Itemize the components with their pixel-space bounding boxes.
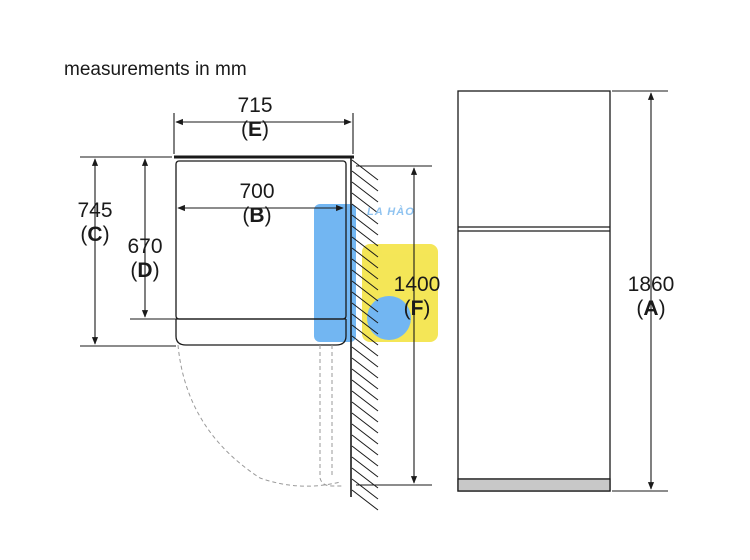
- wall-hatch-line: [351, 379, 379, 401]
- wall-hatch-line: [351, 357, 379, 379]
- wall-hatch-line: [351, 247, 379, 269]
- wall-hatch-line: [351, 324, 379, 346]
- wall: [350, 157, 379, 511]
- wall-hatch-line: [351, 258, 379, 280]
- wall-hatch-line: [351, 159, 379, 181]
- wall-hatch-line: [351, 214, 379, 236]
- wall-hatch-line: [351, 302, 379, 324]
- wall-hatch-line: [351, 236, 379, 258]
- dimension-lines: [80, 90, 668, 492]
- wall-hatch-line: [351, 390, 379, 412]
- dimension-label-c: 745 (C): [77, 199, 113, 246]
- top-view: [174, 155, 354, 487]
- wall-hatch-line: [351, 478, 379, 500]
- wall-hatch-line: [351, 269, 379, 291]
- dimension-label-a: 1860 (A): [627, 273, 675, 320]
- wall-hatch-line: [351, 412, 379, 434]
- dimension-label-b: 700 (B): [239, 180, 275, 227]
- watermark-text: LA HÀO: [367, 206, 415, 218]
- wall-hatch-line: [351, 346, 379, 368]
- wall-hatch-line: [351, 401, 379, 423]
- wall-hatch-line: [351, 313, 379, 335]
- wall-hatch-line: [351, 225, 379, 247]
- caption: measurements in mm: [64, 59, 247, 80]
- wall-hatch-line: [351, 368, 379, 390]
- wall-hatch-line: [351, 280, 379, 302]
- wall-hatch-line: [351, 170, 379, 192]
- wall-hatch-line: [351, 489, 379, 511]
- wall-hatch-line: [351, 192, 379, 214]
- wall-hatch-line: [351, 445, 379, 467]
- dimension-label-f: 1400 (F): [393, 273, 441, 320]
- wall-hatch-line: [351, 434, 379, 456]
- wall-hatch-line: [351, 456, 379, 478]
- dimension-label-d: 670 (D): [127, 235, 163, 282]
- front-view: [457, 90, 611, 492]
- wall-hatch-line: [351, 335, 379, 357]
- wall-hatch-line: [351, 203, 379, 225]
- wall-hatch-line: [351, 181, 379, 203]
- dimension-label-e: 715 (E): [237, 94, 273, 141]
- wall-hatch-line: [351, 291, 379, 313]
- wall-hatch-line: [351, 423, 379, 445]
